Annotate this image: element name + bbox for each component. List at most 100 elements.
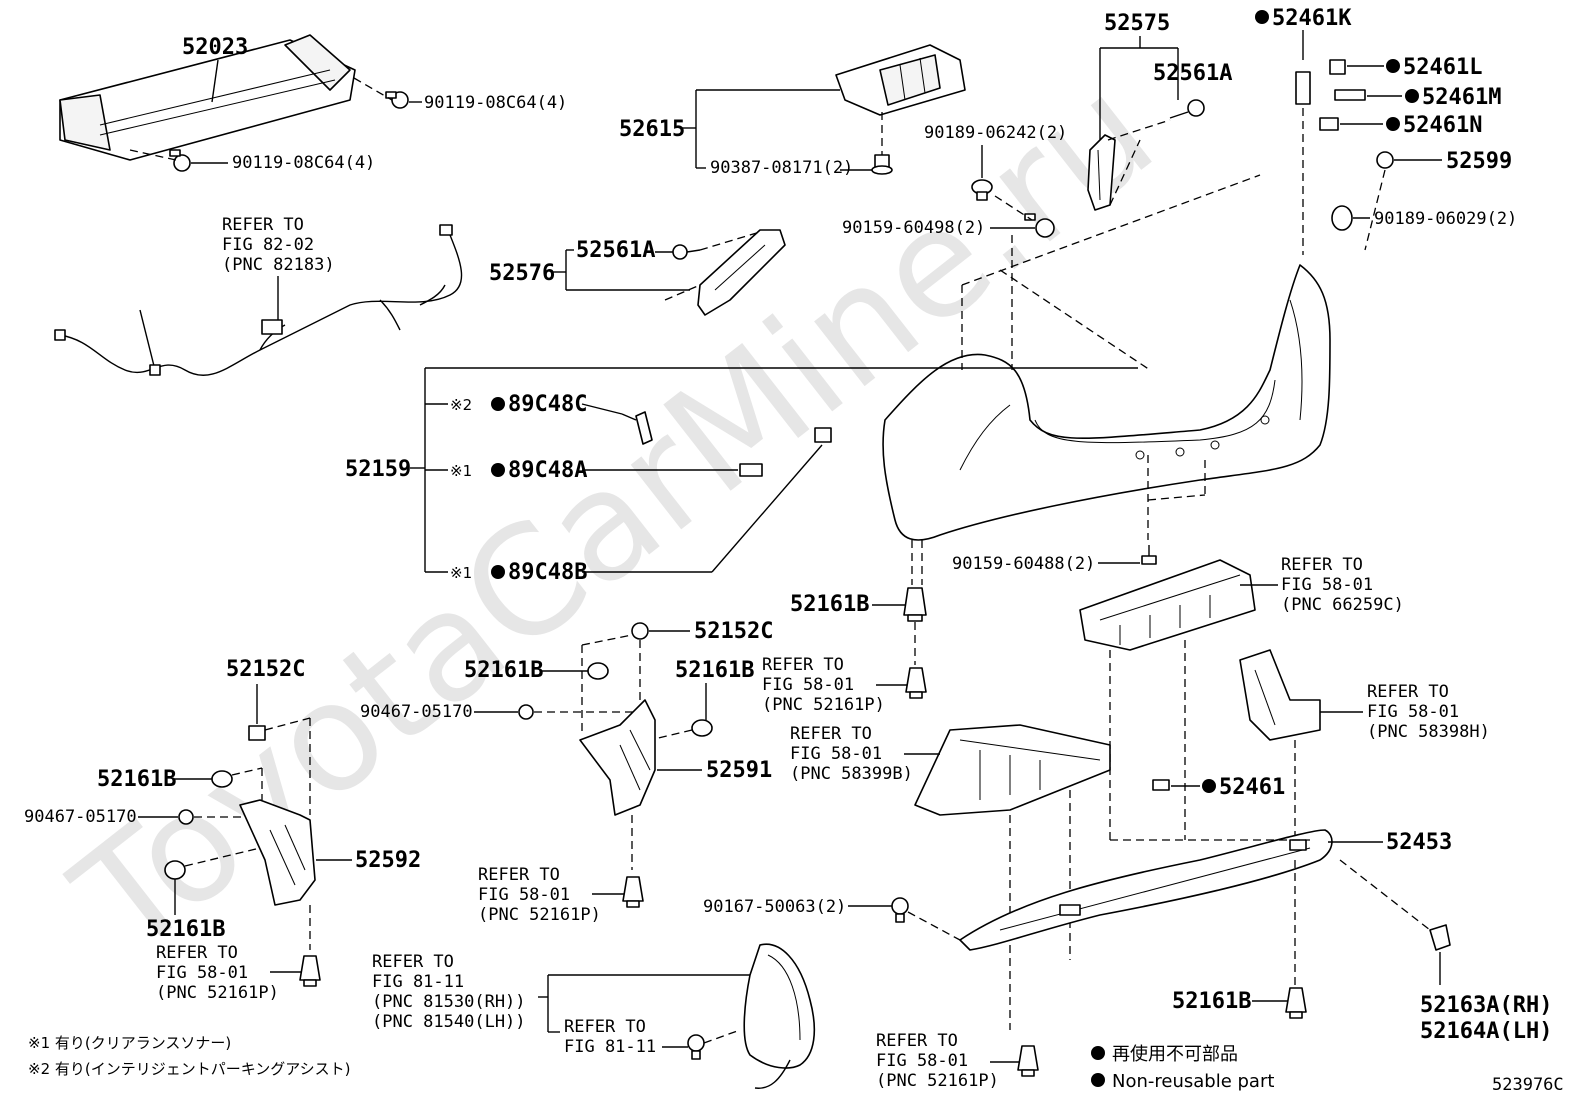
mark-1a: ※1 bbox=[450, 462, 472, 480]
refer-81-line1: REFER TO bbox=[372, 952, 454, 972]
side-bracket-52576[interactable] bbox=[697, 229, 786, 316]
wire-harness[interactable] bbox=[54, 224, 463, 376]
reinforcement-beam-52023[interactable] bbox=[59, 34, 356, 161]
label-52161B-e: 52161B bbox=[675, 658, 754, 683]
cap-52163A[interactable] bbox=[1429, 924, 1451, 951]
label-52163A: 52163A(RH) bbox=[1420, 993, 1552, 1018]
label-52576: 52576 bbox=[489, 261, 555, 286]
label-89C48B: 89C48B bbox=[508, 560, 587, 585]
refer-81-line4: (PNC 81540(LH)) bbox=[372, 1012, 526, 1032]
label-52152C-b: 52152C bbox=[226, 657, 305, 682]
clip-52161P-icon bbox=[905, 667, 927, 699]
refer-5801a-line2: FIG 58-01 bbox=[762, 675, 854, 695]
bolt-icon bbox=[169, 149, 191, 172]
screw-icon bbox=[518, 704, 534, 720]
refer-5801b-line1: REFER TO bbox=[478, 865, 560, 885]
label-52161B-h: 52161B bbox=[1172, 989, 1251, 1014]
refer-66259-line1: REFER TO bbox=[1281, 555, 1363, 575]
refer-5801b-line3: (PNC 52161P) bbox=[478, 905, 601, 925]
refer-58398-line1: REFER TO bbox=[1367, 682, 1449, 702]
sensor-bracket-89C48A[interactable] bbox=[739, 463, 763, 477]
sensor-bracket-89C48C[interactable] bbox=[635, 411, 653, 445]
refer-5801c-line3: (PNC 52161P) bbox=[156, 983, 279, 1003]
pad-52461N[interactable] bbox=[1319, 117, 1339, 131]
label-52161B-g: 52161B bbox=[146, 917, 225, 942]
reflector-lamp[interactable] bbox=[743, 943, 816, 1089]
mudguard-bracket-52592[interactable] bbox=[239, 799, 316, 906]
refer-8111-line1: REFER TO bbox=[564, 1017, 646, 1037]
label-89C48C: 89C48C bbox=[508, 392, 587, 417]
refer-66259-line3: (PNC 66259C) bbox=[1281, 595, 1404, 615]
watermark: ToyotaCarMine.ru bbox=[44, 44, 1185, 988]
pad-52461M[interactable] bbox=[1334, 89, 1366, 101]
clip-icon bbox=[672, 244, 701, 260]
refer-5801c-line2: FIG 58-01 bbox=[156, 963, 248, 983]
refer-58399-line2: FIG 58-01 bbox=[790, 744, 882, 764]
bracket-52615[interactable] bbox=[835, 44, 966, 116]
label-52461K: 52461K bbox=[1272, 6, 1352, 31]
nut-icon bbox=[631, 622, 649, 640]
label-52161B-c: 52161B bbox=[790, 592, 869, 617]
refer-5801c-line1: REFER TO bbox=[156, 943, 238, 963]
refer-5801a-line3: (PNC 52161P) bbox=[762, 695, 885, 715]
label-52561A-a: 52561A bbox=[576, 238, 655, 263]
clip-52161B-icon bbox=[903, 587, 927, 622]
clip-52161B-icon bbox=[1285, 987, 1307, 1019]
nut-icon bbox=[1376, 151, 1394, 169]
clip-52161B-icon bbox=[691, 719, 713, 737]
pad-52461K[interactable] bbox=[1295, 71, 1311, 105]
screw-icon bbox=[687, 1034, 705, 1060]
label-52599: 52599 bbox=[1446, 149, 1512, 174]
label-90387: 90387-08171(2) bbox=[710, 158, 853, 178]
refer-8111-line2: FIG 81-11 bbox=[564, 1037, 656, 1057]
label-90189-06029: 90189-06029(2) bbox=[1374, 209, 1517, 229]
label-52461M: 52461M bbox=[1422, 85, 1501, 110]
label-52591: 52591 bbox=[706, 758, 772, 783]
lower-bumper-52453[interactable] bbox=[959, 829, 1333, 951]
refer-58398-line3: (PNC 58398H) bbox=[1367, 722, 1490, 742]
label-52461N: 52461N bbox=[1403, 113, 1482, 138]
refer-81-line2: FIG 81-11 bbox=[372, 972, 464, 992]
mudguard-bracket-52591[interactable] bbox=[579, 699, 656, 816]
diagram-id: 523976C bbox=[1492, 1075, 1564, 1095]
mark-2: ※2 bbox=[450, 396, 472, 414]
refer-5801d-line1: REFER TO bbox=[876, 1031, 958, 1051]
label-52161B-f: 52161B bbox=[97, 767, 176, 792]
refer-5801a-line1: REFER TO bbox=[762, 655, 844, 675]
label-90167: 90167-50063(2) bbox=[703, 897, 846, 917]
refer-58399-line3: (PNC 58399B) bbox=[790, 764, 913, 784]
clip-52161B-icon bbox=[587, 662, 609, 680]
bumper-cover-52159[interactable] bbox=[882, 264, 1331, 541]
energy-absorber-66259C[interactable] bbox=[1079, 559, 1256, 651]
bolt-icon bbox=[1024, 213, 1055, 238]
label-52159: 52159 bbox=[345, 457, 411, 482]
mark-1b: ※1 bbox=[450, 564, 472, 582]
pad-52461L[interactable] bbox=[1329, 59, 1346, 75]
clip-52161P-icon bbox=[299, 955, 321, 987]
clip-icon bbox=[1169, 99, 1205, 119]
label-90159-60488: 90159-60488(2) bbox=[952, 554, 1095, 574]
clip-icon bbox=[1331, 205, 1353, 231]
label-90159-60498: 90159-60498(2) bbox=[842, 218, 985, 238]
clip-52161P-icon bbox=[622, 876, 644, 908]
label-89C48A: 89C48A bbox=[508, 458, 587, 483]
refer-5801b-line2: FIG 58-01 bbox=[478, 885, 570, 905]
bolt-icon bbox=[385, 91, 409, 109]
refer-5801d-line3: (PNC 52161P) bbox=[876, 1071, 999, 1091]
label-52023: 52023 bbox=[182, 35, 248, 60]
legend-jp: 再使用不可部品 bbox=[1112, 1044, 1238, 1065]
refer-5801d-line2: FIG 58-01 bbox=[876, 1051, 968, 1071]
sensor-bracket-89C48B[interactable] bbox=[814, 427, 832, 443]
label-52152C-a: 52152C bbox=[694, 619, 773, 644]
grommet-icon bbox=[871, 154, 893, 175]
label-52461: 52461 bbox=[1219, 775, 1285, 800]
label-90189-06242: 90189-06242(2) bbox=[924, 123, 1067, 143]
absorber-58399B[interactable] bbox=[914, 724, 1111, 816]
footnote-2: ※2 有り(インテリジェントパーキングアシスト) bbox=[28, 1060, 351, 1078]
label-90467-a: 90467-05170 bbox=[360, 702, 473, 722]
refer-66259-line2: FIG 58-01 bbox=[1281, 575, 1373, 595]
label-52164A: 52164A(LH) bbox=[1420, 1019, 1552, 1044]
pad-52461[interactable] bbox=[1152, 779, 1170, 791]
bracket-58398H[interactable] bbox=[1239, 649, 1321, 741]
legend-en: Non-reusable part bbox=[1112, 1071, 1274, 1092]
